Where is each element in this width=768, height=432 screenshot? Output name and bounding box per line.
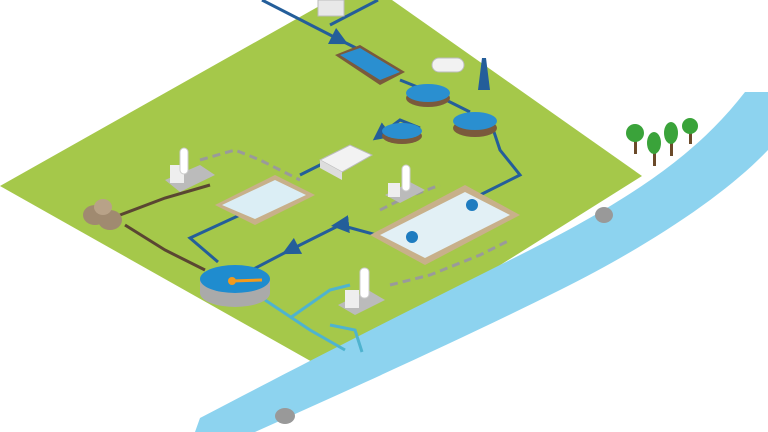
aerator-icon xyxy=(466,199,478,211)
trees xyxy=(626,118,698,166)
rocks xyxy=(83,199,122,230)
clarifier-2 xyxy=(453,112,497,137)
sludge-pipes xyxy=(119,183,211,272)
river-rock xyxy=(275,207,613,424)
oxygen-plant-3 xyxy=(338,267,385,315)
clarifier-3 xyxy=(382,123,422,144)
settling-basin-secondary xyxy=(215,175,315,225)
clarifier-main xyxy=(200,265,270,307)
clarifier-1 xyxy=(406,84,450,107)
aeration-basin xyxy=(370,185,520,265)
storage-tank xyxy=(318,144,374,180)
gas-tank xyxy=(431,57,465,73)
clean-water-pipes xyxy=(264,283,364,353)
oxygen-plant-2 xyxy=(385,164,425,203)
pumping-station xyxy=(317,0,345,17)
gas-lines xyxy=(199,148,511,287)
field xyxy=(0,0,642,372)
settling-basin-primary xyxy=(335,45,405,85)
aerator-icon xyxy=(406,231,418,243)
chimney xyxy=(478,58,490,90)
oxygen-plant-1 xyxy=(165,147,215,192)
